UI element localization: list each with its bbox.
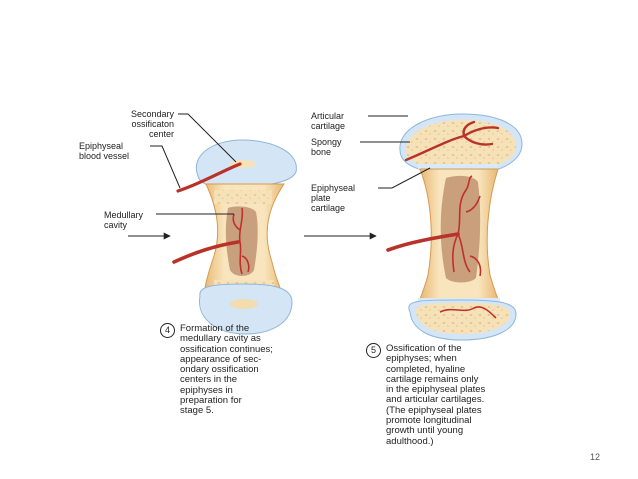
leader-epiphyseal-vessel xyxy=(150,145,181,189)
label-spongy-bone: Spongy bone xyxy=(311,137,342,157)
leader-epiphyseal-plate xyxy=(378,167,431,189)
epiphyseal-blood-vessel-5-top xyxy=(404,120,500,162)
medullary-cavity-5 xyxy=(440,175,481,283)
leader-secondary-center xyxy=(178,113,237,163)
bone-stage-4 xyxy=(172,139,297,335)
bone-stage-5 xyxy=(386,113,523,341)
step-caption-4: Formation of the medullary cavity as oss… xyxy=(180,323,273,417)
page-number: 12 xyxy=(589,452,600,462)
leader-lines xyxy=(150,113,431,215)
label-medullary-cavity: Medullary cavity xyxy=(104,210,144,230)
step-number-4: 4 xyxy=(160,323,175,338)
step-number-5: 5 xyxy=(366,343,381,358)
nutrient-vessel-5 xyxy=(386,232,460,252)
nutrient-vessel-4 xyxy=(172,240,240,264)
bottom-epiphysis-cartilage xyxy=(199,283,293,335)
label-epiphyseal-plate-cartilage: Epiphyseal plate cartilage xyxy=(311,183,356,213)
secondary-ossification-center-bottom xyxy=(230,299,258,309)
epiphyseal-blood-vessel-4 xyxy=(176,162,242,193)
label-secondary-ossification-center: Secondary ossificaton center xyxy=(130,109,174,139)
step-caption-5: Ossification of the epiphyses; when comp… xyxy=(386,343,486,447)
label-epiphyseal-blood-vessel: Epiphyseal blood vessel xyxy=(79,141,130,161)
epiphyseal-plate-top xyxy=(418,164,498,169)
label-articular-cartilage: Articular cartilage xyxy=(311,111,346,131)
